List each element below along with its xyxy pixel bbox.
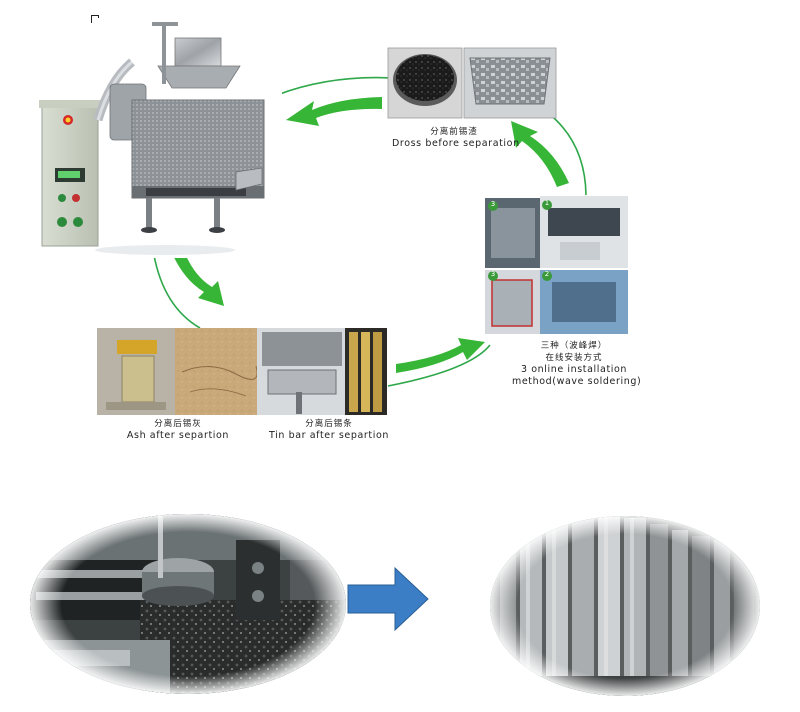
caption-zh: 分离后锡条 bbox=[305, 419, 353, 429]
cycle-ring bbox=[276, 76, 393, 96]
install-panel-badge: 3 bbox=[490, 270, 496, 278]
dross-before-image bbox=[387, 47, 557, 119]
caption-tin-bar-after: 分离后锡条 Tin bar after separtion bbox=[262, 418, 396, 442]
caption-install-methods: 三种（波峰焊） 在线安装方式 3 online installation met… bbox=[512, 340, 642, 388]
installation-methods-image bbox=[485, 196, 628, 334]
arrow-dross-to-machine bbox=[286, 97, 382, 126]
caption-zh: 分离后锡灰 bbox=[154, 419, 202, 429]
recycling-cycle-diagram bbox=[39, 18, 628, 415]
caption-zh: 三种（波峰焊） bbox=[540, 341, 608, 351]
install-panel-badge: 3 bbox=[490, 200, 496, 208]
caption-en: Tin bar after separtion bbox=[268, 430, 389, 441]
separator-machine-image bbox=[39, 18, 282, 258]
caption-en: 3 online installation bbox=[520, 364, 628, 375]
arrow-machine-to-products bbox=[172, 251, 224, 306]
caption-dross-before: 分离前锡渣 Dross before separation bbox=[392, 126, 520, 150]
arrow-products-to-install bbox=[396, 338, 485, 373]
transition-arrow bbox=[347, 566, 429, 632]
caption-ash-after: 分离后锡灰 Ash after separtion bbox=[118, 418, 238, 442]
caption-zh: 分离前锡渣 bbox=[430, 127, 478, 137]
ash-after-image bbox=[97, 328, 258, 415]
tin-bar-after-image bbox=[257, 328, 387, 415]
install-panel-badge: 2 bbox=[544, 270, 550, 278]
install-panel-badge: 1 bbox=[544, 199, 550, 207]
caption-en: Ash after separtion bbox=[126, 430, 230, 441]
caption-en: Dross before separation bbox=[392, 138, 520, 149]
caption-en-line2: method(wave soldering) bbox=[512, 376, 642, 387]
caption-zh-line2: 在线安装方式 bbox=[545, 353, 603, 363]
arrow-install-to-dross bbox=[511, 121, 569, 187]
before-after-photos bbox=[30, 514, 760, 696]
